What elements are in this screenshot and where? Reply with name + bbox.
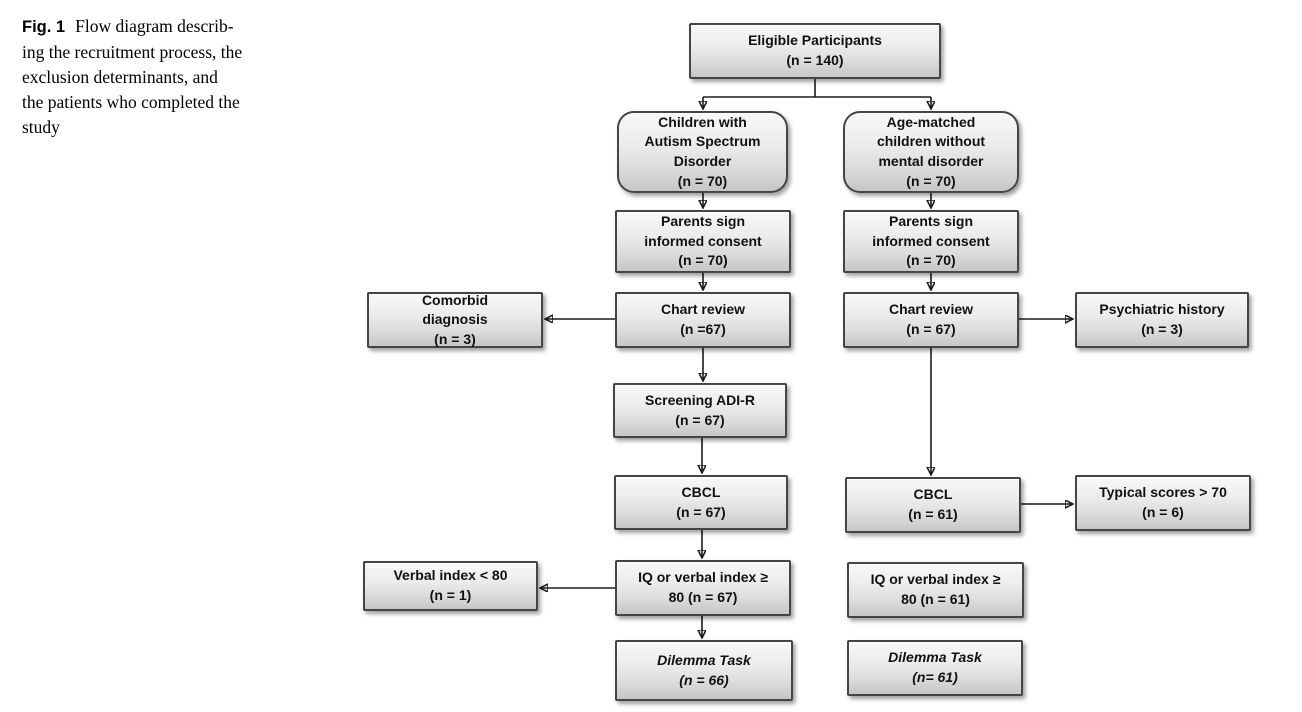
node-label: IQ or verbal index ≥ 80 (n = 61) bbox=[870, 571, 1001, 607]
node-consent-left: Parents sign informed consent (n = 70) bbox=[615, 210, 791, 273]
node-label: Eligible Participants (n = 140) bbox=[748, 32, 882, 68]
node-chart-review-left: Chart review (n =67) bbox=[615, 292, 791, 348]
node-children-asd: Children with Autism Spectrum Disorder (… bbox=[617, 111, 788, 193]
node-label: Age-matched children without mental diso… bbox=[876, 113, 986, 189]
node-label: Dilemma Task (n= 61) bbox=[888, 649, 982, 685]
node-label: Screening ADI-R (n = 67) bbox=[645, 391, 755, 428]
figure-number: Fig. 1 bbox=[22, 18, 66, 36]
node-cbcl-left: CBCL (n = 67) bbox=[614, 475, 788, 530]
node-label: Dilemma Task (n = 66) bbox=[657, 651, 751, 688]
node-screening-adir: Screening ADI-R (n = 67) bbox=[613, 383, 787, 438]
node-cbcl-right: CBCL (n = 61) bbox=[845, 477, 1021, 533]
node-label: Typical scores > 70 (n = 6) bbox=[1099, 484, 1227, 520]
node-psychiatric-history: Psychiatric history (n = 3) bbox=[1075, 292, 1249, 348]
node-eligible-participants: Eligible Participants (n = 140) bbox=[689, 23, 941, 79]
node-label: Chart review (n =67) bbox=[660, 301, 746, 337]
node-comorbid-diagnosis: Comorbid diagnosis (n = 3) bbox=[367, 292, 543, 348]
node-label: CBCL (n = 61) bbox=[908, 486, 958, 522]
node-label: Chart review (n = 67) bbox=[888, 301, 974, 337]
node-label: Parents sign informed consent (n = 70) bbox=[644, 213, 762, 269]
node-iq-right: IQ or verbal index ≥ 80 (n = 61) bbox=[847, 562, 1024, 618]
node-label: Comorbid diagnosis (n = 3) bbox=[421, 291, 489, 347]
node-label: CBCL (n = 67) bbox=[676, 483, 726, 520]
node-age-matched-children: Age-matched children without mental diso… bbox=[843, 111, 1019, 193]
node-dilemma-task-right: Dilemma Task (n= 61) bbox=[847, 640, 1023, 696]
node-label: Psychiatric history (n = 3) bbox=[1099, 301, 1225, 337]
figure-caption-text: Flow diagram describ- ing the recruitmen… bbox=[22, 16, 243, 137]
node-verbal-index-excluded: Verbal index < 80 (n = 1) bbox=[363, 561, 538, 611]
node-iq-left: IQ or verbal index ≥ 80 (n = 67) bbox=[615, 560, 791, 616]
node-dilemma-task-left: Dilemma Task (n = 66) bbox=[615, 640, 793, 701]
node-label: Verbal index < 80 (n = 1) bbox=[393, 567, 508, 603]
node-label: IQ or verbal index ≥ 80 (n = 67) bbox=[638, 569, 768, 605]
node-label: Children with Autism Spectrum Disorder (… bbox=[644, 113, 761, 189]
node-typical-scores: Typical scores > 70 (n = 6) bbox=[1075, 475, 1251, 531]
node-label: Parents sign informed consent (n = 70) bbox=[872, 213, 990, 269]
node-consent-right: Parents sign informed consent (n = 70) bbox=[843, 210, 1019, 273]
node-chart-review-right: Chart review (n = 67) bbox=[843, 292, 1019, 348]
